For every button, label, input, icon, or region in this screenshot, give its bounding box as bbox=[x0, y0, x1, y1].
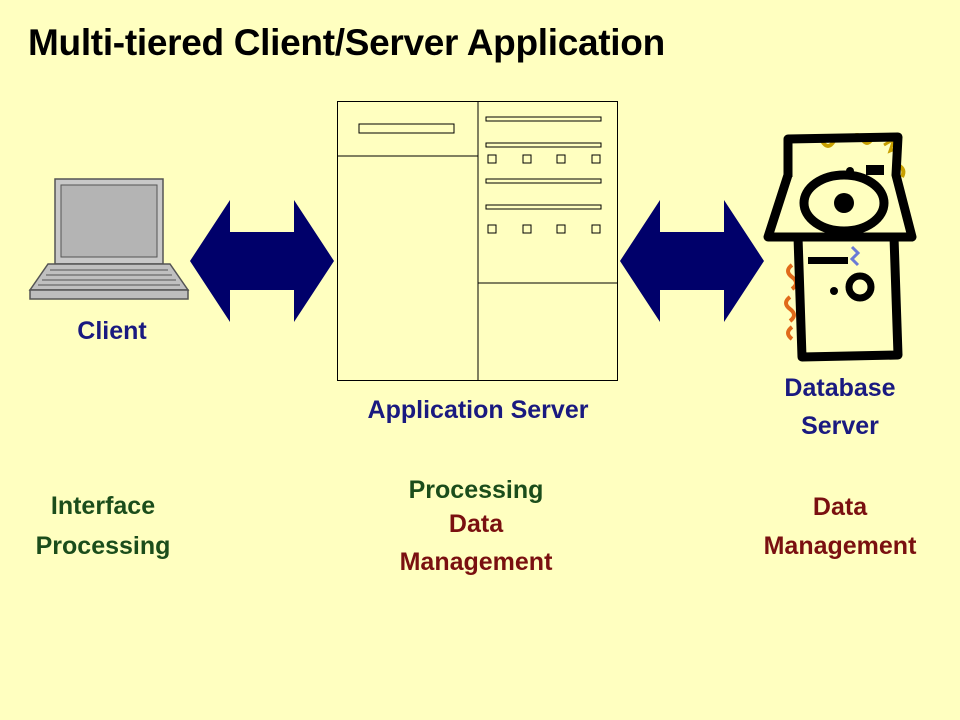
server-cabinet-icon bbox=[337, 101, 618, 381]
database-server-label-line2: Server bbox=[801, 412, 879, 440]
page-title: Multi-tiered Client/Server Application bbox=[28, 22, 665, 63]
db-server-role-data: Data bbox=[812, 493, 868, 521]
double-arrow-icon bbox=[190, 200, 334, 322]
database-server-clipart-icon bbox=[763, 132, 917, 362]
application-server-label: Application Server bbox=[367, 396, 589, 424]
app-server-role-processing: Processing bbox=[408, 476, 544, 504]
double-arrow-icon bbox=[620, 200, 764, 322]
laptop-icon bbox=[28, 178, 190, 300]
app-server-role-data: Data bbox=[448, 510, 504, 538]
db-server-role-management: Management bbox=[763, 532, 917, 560]
client-role-processing: Processing bbox=[35, 532, 171, 560]
database-server-label-line1: Database bbox=[784, 374, 896, 402]
app-server-role-management: Management bbox=[399, 548, 553, 576]
client-role-interface: Interface bbox=[50, 492, 156, 520]
client-label: Client bbox=[77, 317, 147, 345]
